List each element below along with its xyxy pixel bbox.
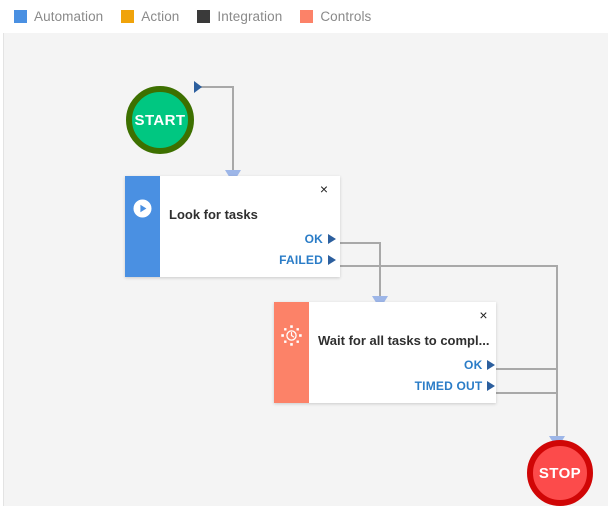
port-label: OK xyxy=(304,231,323,246)
node-title: Look for tasks xyxy=(169,207,258,222)
legend-item-label: Automation xyxy=(34,9,104,24)
node-body: × Look for tasks OK FAILED xyxy=(160,176,340,277)
legend: Automation Action Integration Controls xyxy=(0,0,608,33)
node-wait-for-all-tasks[interactable]: × Wait for all tasks to compl... OK TIME… xyxy=(274,302,496,403)
node-stop-label: STOP xyxy=(538,464,582,482)
legend-item-label: Controls xyxy=(320,9,372,24)
node-ports: OK FAILED xyxy=(160,228,340,277)
port-label: FAILED xyxy=(279,252,323,267)
node-look-for-tasks[interactable]: × Look for tasks OK FAILED xyxy=(125,176,340,277)
legend-item-label: Action xyxy=(141,9,180,24)
node-title: Wait for all tasks to compl... xyxy=(318,333,490,348)
node-start-label: START xyxy=(134,111,186,129)
close-icon[interactable]: × xyxy=(319,181,329,197)
node-category-bar xyxy=(274,302,309,403)
node-ports: OK TIMED OUT xyxy=(309,354,499,403)
node-category-bar xyxy=(125,176,160,277)
port-ok[interactable]: OK xyxy=(160,228,340,249)
play-circle-icon xyxy=(133,199,152,218)
start-output-port xyxy=(194,81,202,93)
edge-look-ok-to-wait xyxy=(335,242,381,296)
port-arrow-icon xyxy=(487,380,496,391)
legend-item-action[interactable]: Action xyxy=(121,9,179,24)
legend-item-automation[interactable]: Automation xyxy=(14,9,103,24)
node-stop[interactable]: STOP xyxy=(527,440,593,506)
legend-item-integration[interactable]: Integration xyxy=(197,9,282,24)
port-failed[interactable]: FAILED xyxy=(160,249,340,270)
square-swatch-icon xyxy=(14,10,27,23)
legend-item-label: Integration xyxy=(217,9,283,24)
square-swatch-icon xyxy=(300,10,314,23)
port-label: TIMED OUT xyxy=(414,378,483,393)
square-swatch-icon xyxy=(197,10,211,23)
flow-canvas[interactable]: START STOP × Look for tasks xyxy=(3,33,608,506)
port-arrow-icon xyxy=(328,233,336,244)
node-body: × Wait for all tasks to compl... OK TIME… xyxy=(309,302,499,403)
edge-start-to-look xyxy=(194,86,234,170)
timer-clock-icon xyxy=(281,325,302,346)
node-start[interactable]: START xyxy=(126,86,194,154)
port-label: OK xyxy=(464,357,483,372)
port-timed-out[interactable]: TIMED OUT xyxy=(309,375,499,396)
port-ok[interactable]: OK xyxy=(309,354,499,375)
close-icon[interactable]: × xyxy=(479,307,488,323)
edge-look-failed-to-stop xyxy=(335,265,558,436)
square-swatch-icon xyxy=(121,10,135,23)
port-arrow-icon xyxy=(328,254,336,265)
legend-item-controls[interactable]: Controls xyxy=(300,9,371,24)
port-arrow-icon xyxy=(487,359,496,370)
